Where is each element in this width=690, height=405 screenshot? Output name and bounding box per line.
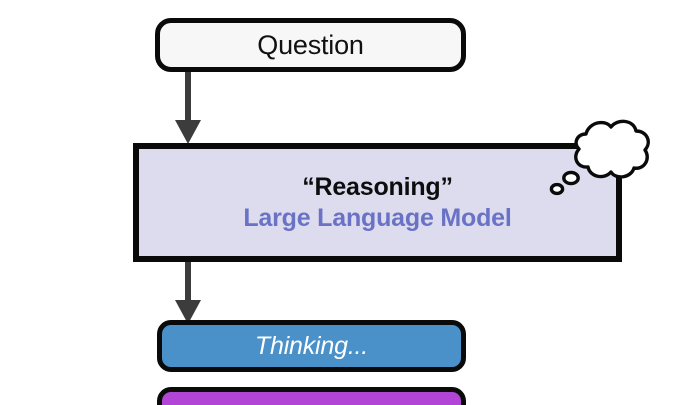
node-question: Question — [155, 18, 466, 72]
arrow-shaft — [185, 262, 191, 300]
node-thinking-label: Thinking... — [254, 331, 369, 360]
node-question-label: Question — [257, 29, 364, 60]
arrow-head — [175, 120, 201, 144]
node-thinking: Thinking... — [157, 320, 466, 372]
node-reasoning-llm: “Reasoning” Large Language Model — [133, 143, 622, 262]
node-llm-subtitle: Large Language Model — [243, 203, 512, 232]
node-answer — [157, 387, 466, 405]
arrow-question-to-llm — [175, 72, 201, 144]
node-llm-title: “Reasoning” — [302, 173, 453, 202]
arrow-llm-to-thinking — [175, 262, 201, 324]
arrow-shaft — [185, 72, 191, 120]
